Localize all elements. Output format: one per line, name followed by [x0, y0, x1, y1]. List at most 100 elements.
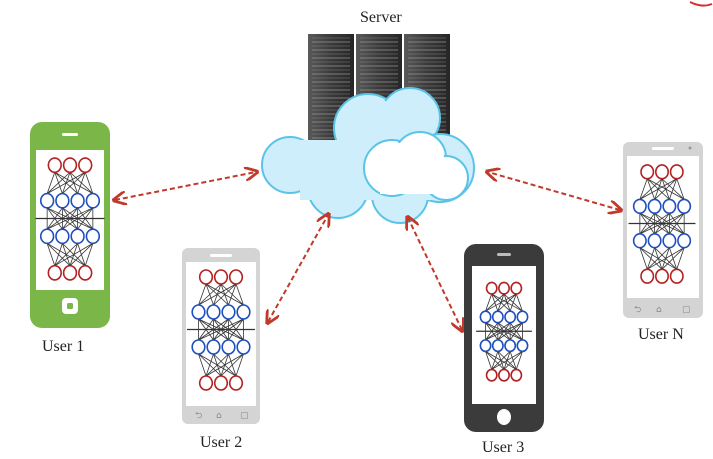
nn-neuron — [213, 269, 229, 285]
nn-connection — [84, 172, 94, 194]
arrow-user2-server — [268, 215, 328, 322]
user3-label: User 3 — [482, 439, 525, 456]
nn-connection — [84, 243, 94, 266]
arrow-user1-server — [115, 172, 256, 200]
neural-network-icon — [628, 164, 696, 284]
usern-label: User N — [638, 326, 684, 343]
nn-neuron — [206, 304, 221, 320]
nn-connection — [205, 353, 229, 377]
nn-neuron — [47, 264, 62, 281]
nn-neuron — [85, 192, 101, 209]
nn-neuron — [206, 339, 221, 355]
nn-neuron — [632, 233, 647, 249]
smartphone-user3 — [464, 244, 544, 432]
nn-neuron — [485, 368, 498, 382]
nn-neuron — [479, 310, 492, 324]
nn-neuron — [510, 281, 523, 295]
nn-neuron — [198, 375, 214, 391]
smartphone-user1 — [30, 122, 110, 328]
nn-connection — [46, 171, 71, 194]
nn-neuron — [654, 164, 670, 180]
nn-connection — [485, 293, 517, 312]
nn-connection — [198, 353, 207, 377]
nn-neuron — [491, 339, 504, 353]
nn-connection — [77, 172, 86, 194]
nn-connection — [54, 243, 78, 266]
nn-neuron — [221, 304, 236, 320]
nn-connection — [485, 351, 493, 370]
nn-connection — [639, 178, 648, 200]
nn-connection — [220, 353, 244, 377]
nn-connection — [485, 293, 505, 312]
nn-neuron — [78, 157, 93, 174]
nn-neuron — [62, 264, 78, 281]
nn-connection — [515, 293, 523, 312]
nn-connection — [646, 247, 670, 270]
svg-text:⌂: ⌂ — [216, 411, 222, 421]
nn-neuron — [70, 192, 85, 209]
nn-connection — [205, 353, 244, 377]
nn-neuron — [228, 269, 244, 285]
nn-neuron — [640, 268, 655, 284]
nn-neuron — [504, 339, 517, 353]
nn-neuron — [62, 157, 78, 174]
nn-connection — [228, 283, 237, 306]
nn-connection — [647, 247, 685, 270]
nn-neuron — [47, 157, 62, 174]
nn-neuron — [491, 310, 504, 324]
nn-connection — [676, 247, 685, 270]
nn-neuron — [516, 310, 529, 324]
nn-neuron — [85, 228, 101, 245]
nn-neuron — [662, 198, 677, 214]
nn-connection — [235, 283, 244, 306]
nn-neuron — [198, 269, 214, 285]
nn-neuron — [479, 339, 492, 353]
neural-network-icon — [476, 281, 532, 382]
nn-neuron — [504, 310, 517, 324]
nn-connection — [54, 243, 63, 266]
nn-neuron — [236, 304, 251, 320]
nn-connection — [646, 247, 655, 270]
nn-neuron — [39, 192, 55, 209]
nn-neuron — [654, 268, 670, 284]
nn-connection — [198, 283, 207, 306]
nn-connection — [205, 353, 214, 377]
cloud-icon — [261, 87, 475, 224]
nn-neuron — [677, 198, 692, 214]
smartphone-usern: ⮌ ⌂ ▢ — [623, 142, 703, 318]
nn-connection — [497, 293, 517, 312]
svg-text:▢: ▢ — [240, 411, 249, 421]
nn-connection — [639, 247, 648, 270]
nn-neuron — [78, 264, 93, 281]
nn-neuron — [55, 228, 70, 245]
nn-connection — [661, 247, 685, 270]
nn-neuron — [662, 233, 677, 249]
nn-connection — [503, 351, 523, 370]
nn-connection — [54, 243, 94, 267]
nn-neuron — [191, 339, 206, 355]
nn-connection — [235, 353, 244, 377]
server-label: Server — [360, 9, 402, 26]
svg-text:▢: ▢ — [682, 305, 691, 315]
smartphone-user2: ⮌ ⌂ ▢ — [182, 248, 260, 424]
nn-connection — [509, 293, 517, 312]
nn-connection — [69, 243, 94, 266]
nn-connection — [639, 178, 677, 200]
nn-neuron — [647, 233, 662, 249]
nn-connection — [491, 351, 523, 370]
nn-connection — [213, 283, 237, 306]
nn-neuron — [55, 192, 70, 209]
nn-neuron — [669, 164, 684, 180]
nn-neuron — [39, 228, 55, 245]
nn-neuron — [647, 198, 662, 214]
nn-neuron — [191, 304, 206, 320]
nn-connection — [676, 178, 685, 200]
svg-text:⮌: ⮌ — [634, 305, 641, 315]
nn-neuron — [677, 233, 692, 249]
neural-network-icon — [35, 157, 105, 281]
nn-connection — [198, 283, 237, 306]
nn-neuron — [516, 339, 529, 353]
nn-connection — [46, 243, 56, 266]
nn-neuron — [213, 375, 229, 391]
